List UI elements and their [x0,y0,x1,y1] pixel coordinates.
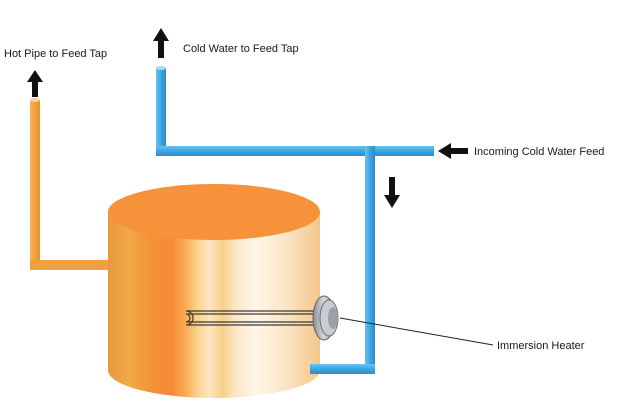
hot-outflow-arrow-icon [27,70,43,97]
incoming-feed-label: Incoming Cold Water Feed [474,146,604,158]
hot-pipe-label: Hot Pipe to Feed Tap [4,48,107,60]
cold-pipe-system [156,66,434,374]
immersion-heater-leader-line [339,317,494,346]
cold-outflow-arrow-icon [153,28,169,58]
incoming-flow-arrow-icon [438,143,468,159]
hot-pipe [30,98,122,270]
immersion-heater [185,295,339,341]
tank-top [108,184,320,240]
immersion-heater-label: Immersion Heater [497,340,585,352]
cold-water-label: Cold Water to Feed Tap [183,43,299,55]
water-tank [108,184,320,398]
downward-flow-arrow-icon [384,177,400,208]
